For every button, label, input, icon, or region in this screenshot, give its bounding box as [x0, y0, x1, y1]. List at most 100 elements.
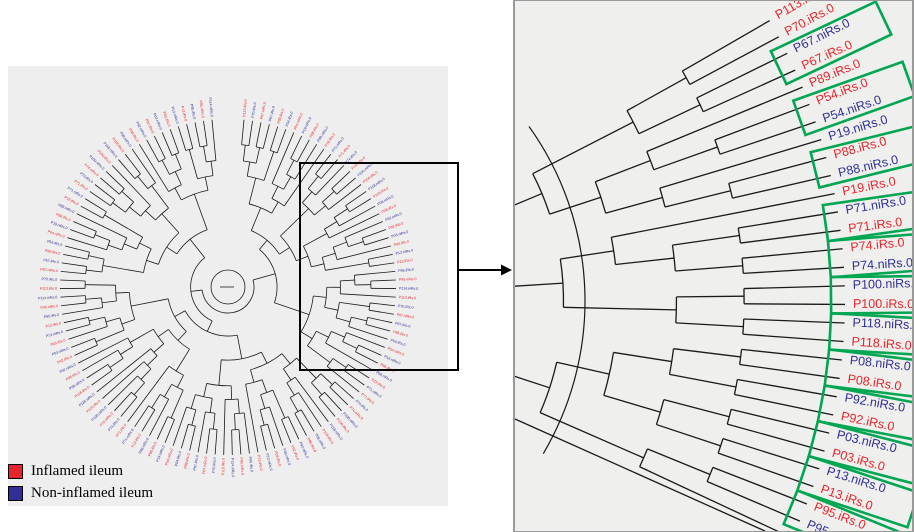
tip-label: P114.niRs.0 — [230, 458, 234, 477]
tip-label: P13.iRs.0 — [397, 258, 413, 264]
tip-label: P92.iRs.0 — [388, 221, 404, 230]
tip-label: P67.niRs.0 — [396, 313, 414, 320]
tip-label: P114.niRs.0 — [38, 295, 58, 300]
tip-label: P88.iRs.0 — [147, 441, 157, 457]
tip-label: P74.iRs.0 — [850, 235, 905, 254]
tip-label: P08.niRs.0 — [849, 353, 911, 373]
tip-label: P95.iRs.0 — [189, 104, 196, 120]
tip-label: P13.niRs.0 — [395, 248, 413, 255]
tip-label: P95.niRs.0 — [40, 304, 58, 310]
tip-label: P54.niRs.0 — [387, 347, 405, 357]
tip-label: P70.iRs.0 — [41, 277, 57, 282]
tip-label: P67.niRs.0 — [260, 102, 267, 120]
tip-label: P54.niRs.0 — [47, 230, 65, 239]
legend-item-inflamed: Inflamed ileum — [8, 460, 153, 482]
tip-label: P92.iRs.0 — [144, 118, 154, 134]
tip-label: P92.iRs.0 — [57, 355, 73, 365]
tip-label: P67.niRs.0 — [202, 456, 208, 474]
tip-label: P54.iRs.0 — [174, 451, 182, 467]
tip-label: P08.iRs.0 — [381, 204, 397, 214]
tip-label: P13.niRs.0 — [265, 453, 273, 471]
pair-highlight-box — [807, 419, 912, 488]
tip-label: P95.niRs.0 — [399, 277, 417, 282]
pair-highlight-box — [826, 230, 912, 279]
tip-label: P95.iRs.0 — [398, 268, 414, 273]
tip-label: P114.niRs.0 — [208, 97, 214, 117]
tip-label: P113.iRs.0 — [242, 99, 248, 117]
tip-label: P70.iRs.0 — [398, 304, 414, 310]
tip-label: P88.iRs.0 — [380, 363, 396, 374]
tip-label: P88.niRs.0 — [138, 437, 150, 454]
pair-highlight-box — [791, 60, 912, 137]
tip-label: P03.niRs.0 — [391, 230, 409, 239]
tip-label: P92.niRs.0 — [59, 363, 76, 375]
tip-label: P03.iRs.0 — [274, 451, 282, 467]
tip-label: P54.niRs.0 — [164, 448, 174, 466]
tip-label: P19.iRs.0 — [131, 433, 142, 448]
tip-label: P13.niRs.0 — [170, 106, 179, 124]
tip-label: P67.iRs.0 — [43, 258, 59, 264]
pair-highlight-box — [827, 311, 912, 358]
tip-label: P03.iRs.0 — [393, 239, 409, 247]
pair-highlight-box — [829, 274, 912, 315]
legend-label-inflamed: Inflamed ileum — [31, 462, 124, 479]
tip-label: P13.iRs.0 — [45, 321, 61, 328]
tip-label: P54.iRs.0 — [47, 239, 63, 247]
tip-label: P19.niRs.0 — [155, 445, 165, 463]
tip-label: P03.niRs.0 — [282, 448, 292, 466]
tip-label: P67.niRs.0 — [40, 267, 58, 273]
tip-label: P13.niRs.0 — [45, 330, 63, 338]
pair-highlight-box — [809, 122, 912, 190]
tip-label: P19.iRs.0 — [371, 378, 386, 390]
tip-label: P113.iRs.0 — [40, 287, 57, 291]
pair-highlight-box — [816, 383, 912, 445]
pair-highlight-box — [823, 348, 912, 402]
pair-highlight-box — [821, 187, 912, 243]
tip-label: P92.niRs.0 — [385, 212, 403, 223]
tip-label: P67.iRs.0 — [395, 321, 411, 328]
tip-label: P118.niRs.0 — [852, 316, 912, 333]
tip-label: P100.niRs.0 — [853, 276, 912, 292]
tip-label: P70.iRs.0 — [212, 457, 217, 473]
tip-label: P95.niRs.0 — [239, 457, 244, 475]
tip-label: P88.iRs.0 — [55, 212, 71, 222]
tip-label: P113.iRs.0 — [221, 458, 225, 475]
legend-label-non-inflamed: Non-inflamed ileum — [31, 484, 154, 501]
tip-label: P89.iRs.0 — [45, 249, 61, 256]
tip-label: P19.niRs.0 — [301, 117, 312, 135]
tip-label: P113.iRs.0 — [399, 295, 417, 300]
tip-label: P70.iRs.0 — [251, 102, 257, 118]
tip-label: P100.iRs.0 — [853, 297, 912, 311]
tip-label: P118.iRs.0 — [851, 334, 912, 352]
legend-swatch-inflamed — [8, 463, 23, 479]
pair-highlight-box — [781, 488, 907, 531]
legend-swatch-non-inflamed — [8, 485, 23, 501]
tip-label: P67.iRs.0 — [193, 455, 200, 471]
tip-label: P88.niRs.0 — [57, 203, 75, 214]
tip-label: P19.iRs.0 — [64, 195, 80, 206]
tip-label: P74.niRs.0 — [852, 255, 912, 273]
tip-label: P03.niRs.0 — [51, 347, 69, 357]
right-panel-magnified-tree: P113.iRs.0P70.iRs.0P67.niRs.0P67.iRs.0P8… — [513, 0, 914, 532]
tip-label: P114.niRs.0 — [399, 287, 418, 291]
tip-label: P08.iRs.0 — [306, 437, 317, 453]
zoom-arrow — [458, 264, 512, 276]
tip-label: P89.iRs.0 — [393, 330, 409, 338]
tip-label: P08.iRs.0 — [65, 370, 81, 381]
tip-label: P95.niRs.0 — [199, 100, 206, 118]
legend-item-non-inflamed: Non-inflamed ileum — [8, 482, 153, 504]
tip-label: P95.iRs.0 — [248, 456, 254, 472]
tip-label: P03.niRs.0 — [152, 113, 163, 131]
tip-label: P54.iRs.0 — [390, 338, 406, 347]
tip-label: P67.iRs.0 — [268, 106, 276, 122]
tip-label: P88.iRs.0 — [309, 123, 320, 139]
pair-highlight-box — [795, 454, 912, 529]
tip-label: P19.niRs.0 — [50, 221, 68, 231]
tip-label: P95.iRs.0 — [44, 313, 60, 319]
pair-highlight-box — [769, 1, 894, 86]
tip-label: P54.iRs.0 — [285, 111, 294, 127]
tip-label: P03.iRs.0 — [162, 111, 171, 127]
